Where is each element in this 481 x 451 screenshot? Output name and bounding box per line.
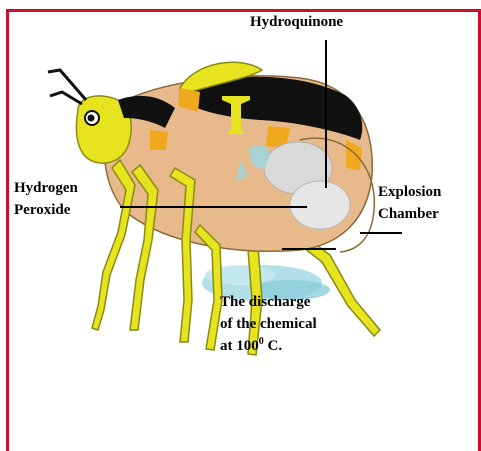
discharge-temperature-suffix: C.	[264, 338, 282, 354]
beetle-body	[104, 62, 372, 251]
label-explosion-chamber-line2: Chamber	[378, 204, 439, 224]
label-hydrogen-peroxide-line1: Hydrogen	[14, 178, 78, 198]
label-discharge-line2: of the chemical	[220, 314, 317, 334]
label-explosion-chamber-line1: Explosion	[378, 182, 441, 202]
label-hydroquinone: Hydroquinone	[250, 12, 343, 32]
label-discharge-line1: The discharge	[220, 292, 310, 312]
label-discharge-line3: at 1000 C.	[220, 336, 282, 356]
label-hydrogen-peroxide-line2: Peroxide	[14, 200, 70, 220]
discharge-temperature-prefix: at 100	[220, 338, 259, 354]
